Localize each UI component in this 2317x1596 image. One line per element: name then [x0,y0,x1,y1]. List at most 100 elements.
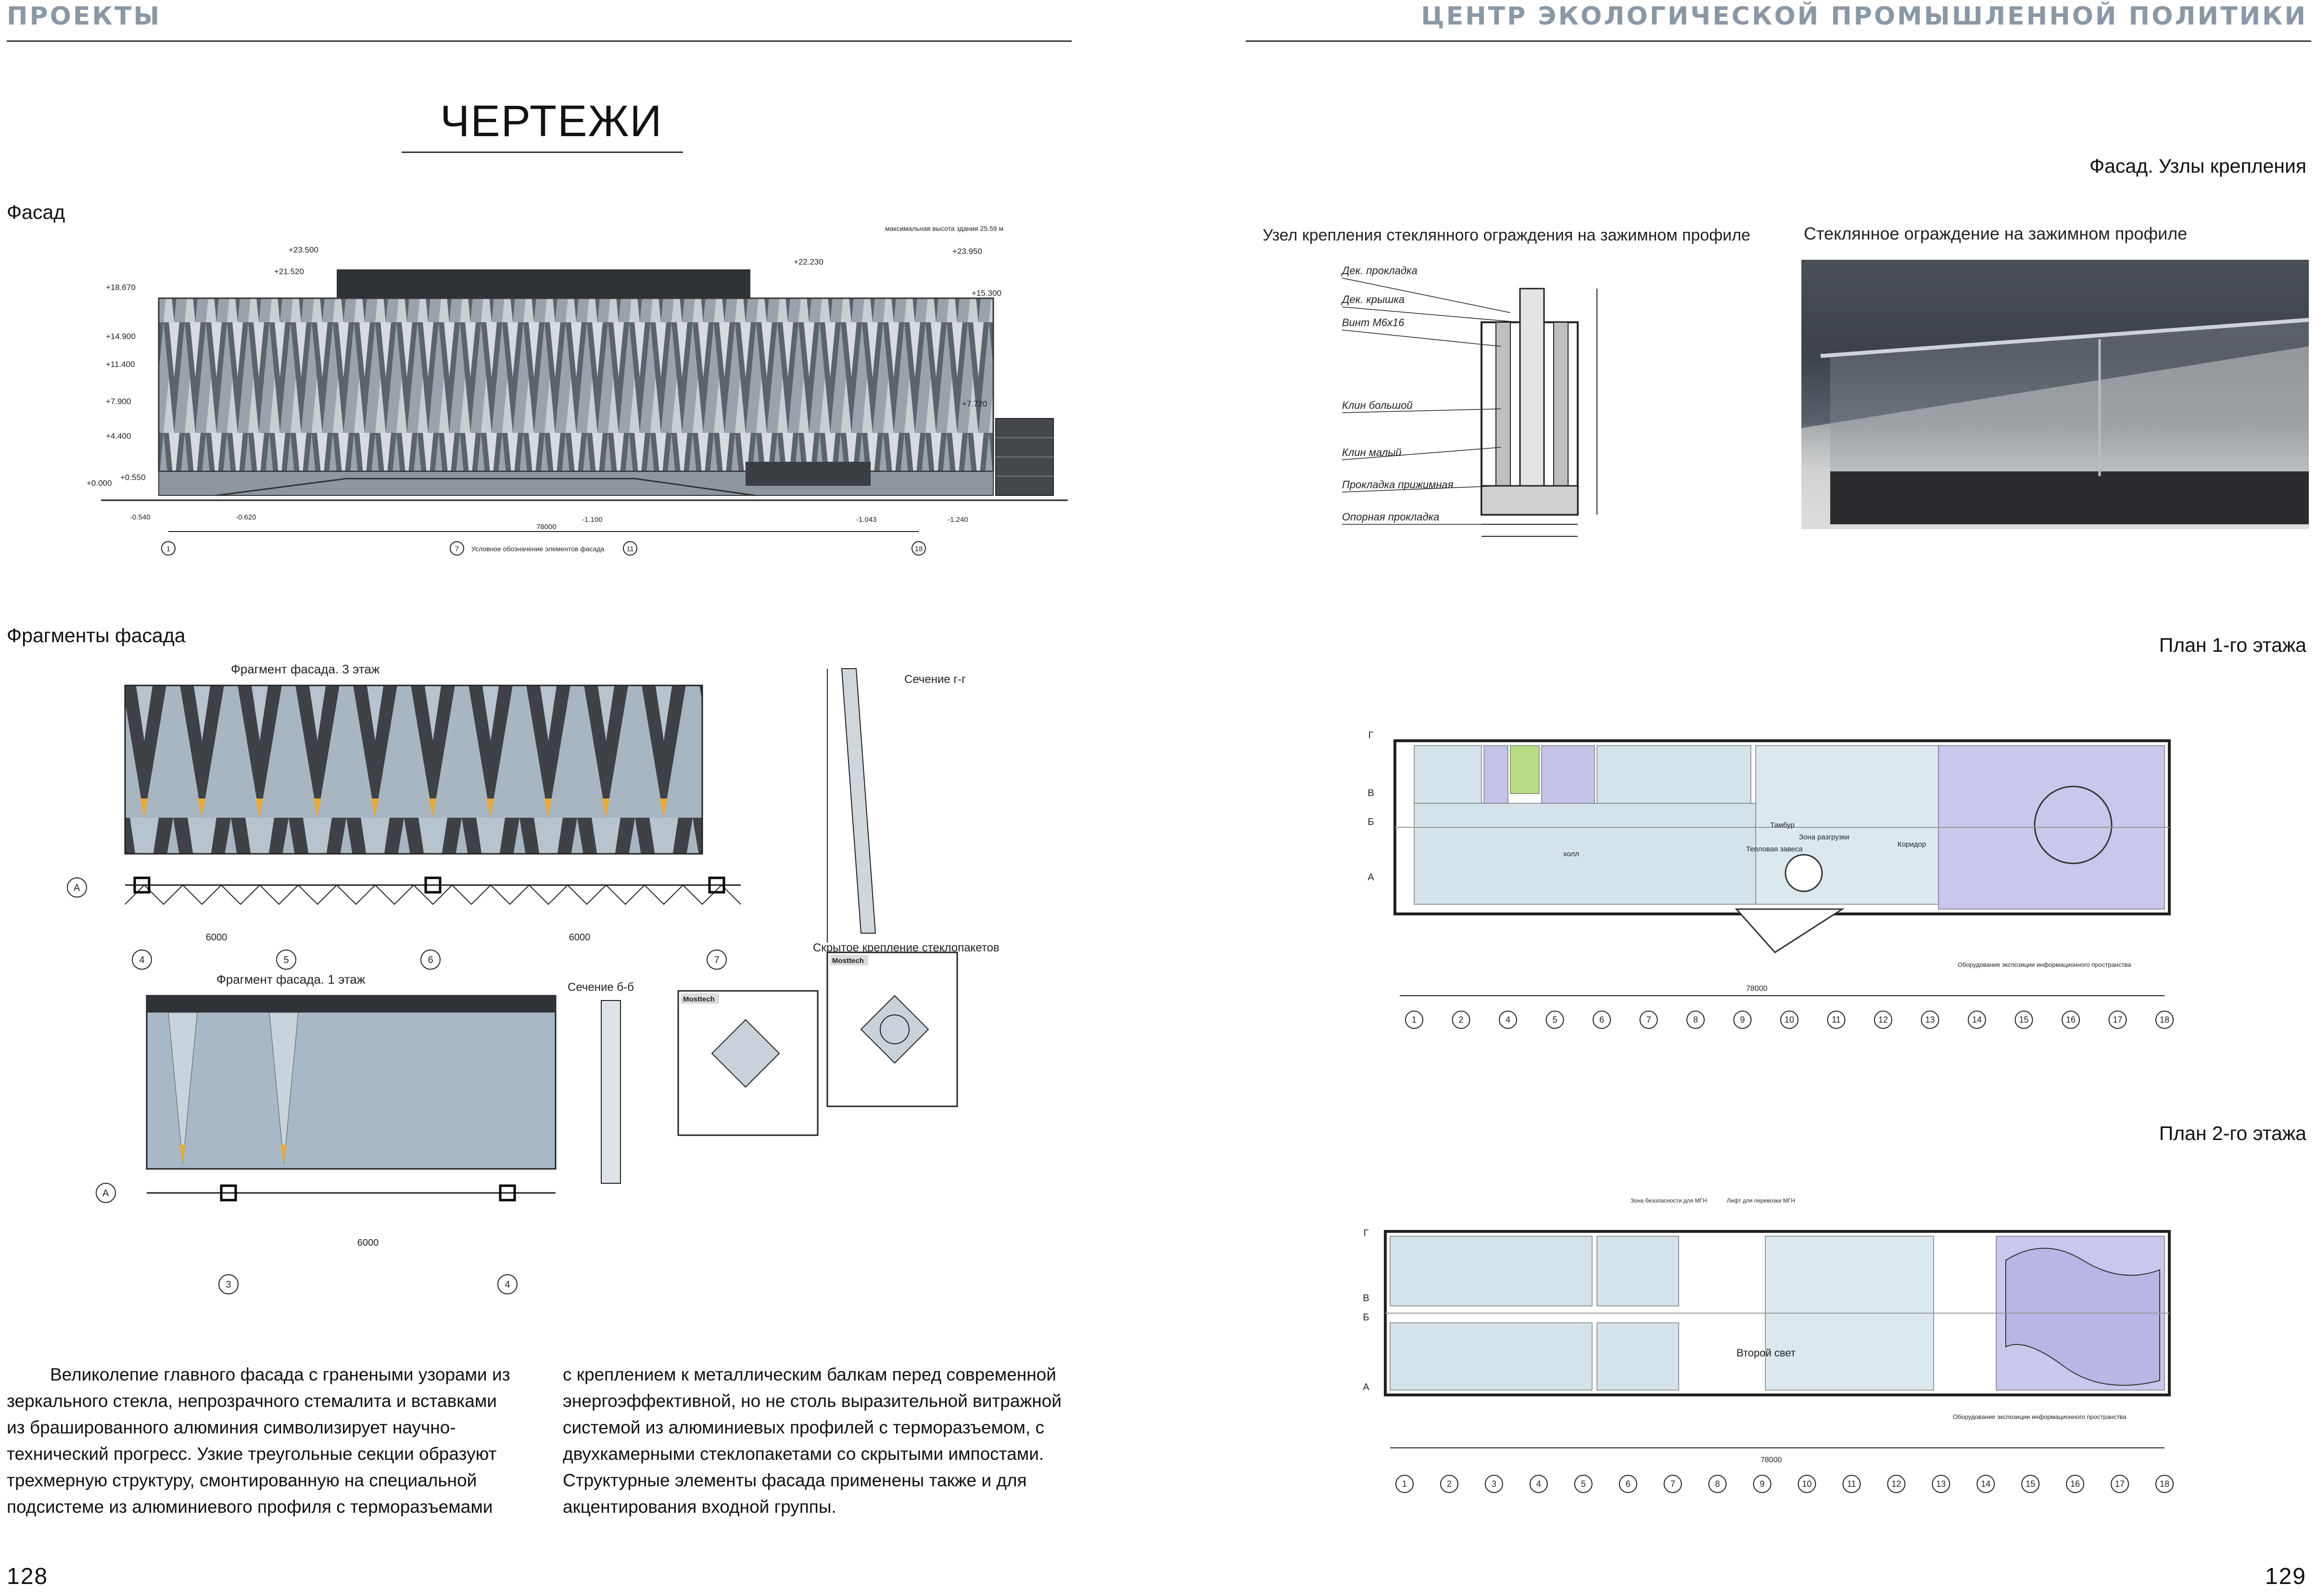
axis-label: 5 [1552,1015,1557,1025]
node-label: Дек. крышка [1341,293,1405,305]
caption-plan2: План 2-го этажа [2159,1122,2306,1144]
axis-label: 1 [166,545,170,553]
brand-label: Mosttech [683,995,715,1003]
row-label: Б [1363,1312,1369,1323]
axis-label: 5 [1581,1479,1586,1489]
axis-bubble [2155,1475,2174,1493]
section-gg-title: Сечение г-г [904,673,966,686]
legend-note: Условное обозначение элементов фасада [471,545,605,553]
row-label: Г [1364,1228,1369,1239]
running-head-left: ПРОЕКТЫ [7,2,162,31]
axis-bubble [1440,1475,1458,1493]
axis-label: 4 [1536,1479,1541,1489]
axis-bubble [1529,1475,1548,1493]
axis-label: 7 [1646,1015,1651,1025]
plan-total-dim: 78000 [1760,1456,1782,1464]
axis-bubble [1733,1011,1752,1029]
level-mark: -1.043 [856,516,877,524]
floor-plan-2: Второй свет Зона безопасности для МГН Ли… [1363,1197,2174,1493]
level-mark: -1.240 [948,516,968,524]
level-mark: +15.300 [972,289,1001,298]
room-label: холл [1563,850,1579,858]
axis-bubble [1663,1475,1682,1493]
level-mark: +11.400 [106,360,135,369]
axis-label: 18 [2160,1479,2169,1489]
level-mark: +7.900 [106,397,131,406]
axis-bubble [2014,1011,2033,1029]
level-mark: +23.500 [289,245,318,254]
axis-label: 6 [1599,1015,1604,1025]
axis-bubble [1619,1475,1637,1493]
level-mark: +14.900 [106,332,136,341]
axis-label: А [102,1188,109,1199]
axis-bubble [1686,1011,1705,1029]
axis-bubble [1708,1475,1727,1493]
title-underline [402,152,683,153]
axis-bubble [1798,1475,1816,1493]
axis-label: 13 [1925,1015,1935,1025]
axis-bubble [1574,1475,1593,1493]
axis-label: 5 [283,955,289,965]
level-mark: +0.550 [120,473,145,482]
page-number-right: 129 [2265,1564,2306,1589]
axis-label: 11 [626,545,634,553]
node-label: Винт М6х16 [1342,317,1405,329]
axis-bubble [1842,1475,1861,1493]
dimension-total: 78000 [536,523,557,531]
axis-label: 14 [1972,1015,1982,1025]
row-label: В [1363,1293,1369,1304]
axis-label: 3 [1492,1479,1496,1489]
brand-label: Mosttech [832,957,864,965]
axis-label: 2 [1447,1479,1452,1489]
body-column-1: Великолепие главного фасада с гранеными … [7,1365,510,1517]
dimension: 6000 [569,932,591,943]
row-label: А [1367,872,1374,883]
node-title: Узел крепления стеклянного ограждения на… [1263,226,1750,244]
height-note: максимальная высота здания 25.59 м [885,225,1003,232]
axis-label: 6 [428,955,433,965]
axis-label: 16 [2070,1479,2080,1489]
level-mark: +7.720 [962,399,987,408]
room-label: Оборудование экспозиции информационного … [1953,1413,2127,1420]
level-mark: +18.670 [106,283,136,292]
axis-label: 17 [2115,1479,2125,1489]
axis-label: 15 [2026,1479,2035,1489]
page-number-left: 128 [7,1564,49,1589]
axis-bubble [1395,1475,1414,1493]
axis-label: 4 [505,1279,510,1290]
axis-bubble [2111,1475,2129,1493]
axis-label: 9 [1760,1479,1765,1489]
axis-label: 12 [1878,1015,1888,1025]
dimension: 6000 [206,932,228,943]
roof-structure [337,269,750,299]
room-label: Второй свет [1736,1347,1796,1359]
header-rule-right [1246,40,2311,42]
axis-label: 4 [139,955,144,965]
axis-bubble [1753,1475,1772,1493]
axis-label: 2 [1458,1015,1463,1025]
node-label: Дек. прокладка [1341,265,1418,277]
axis-label: 8 [1693,1015,1698,1025]
frag3-title: Фрагмент фасада. 3 этаж [231,662,380,676]
level-mark: +22.230 [794,257,823,266]
level-mark: +0.000 [87,479,112,488]
axis-label: 3 [226,1279,231,1290]
level-mark: -1.100 [582,516,603,524]
axis-label: 11 [1832,1015,1841,1025]
axis-bubble [1874,1011,1892,1029]
frag3-pattern [124,684,703,855]
row-label: А [1363,1382,1369,1393]
photo-title: Стеклянное ограждение на зажимном профил… [1804,224,2188,243]
axis-label: 16 [2066,1015,2076,1025]
axis-label: 10 [1785,1015,1794,1025]
glass-railing-photo [1801,260,2309,529]
axis-bubble [1593,1011,1611,1029]
axis-label: 1 [1402,1479,1407,1489]
facade-fragments-drawing: Фрагмент фасада. 3 этаж А 4 5 6 7 6000 6… [67,662,1000,1294]
body-column-2: с креплением к металлическим балкам пере… [563,1365,1062,1517]
node-label: Прокладка прижимная [1342,479,1454,491]
room-label: Оборудование экспозиции информационного … [1958,961,2131,968]
axis-label: 18 [915,545,923,553]
axis-bubble [2062,1011,2080,1029]
axis-label: 1 [1412,1015,1417,1025]
